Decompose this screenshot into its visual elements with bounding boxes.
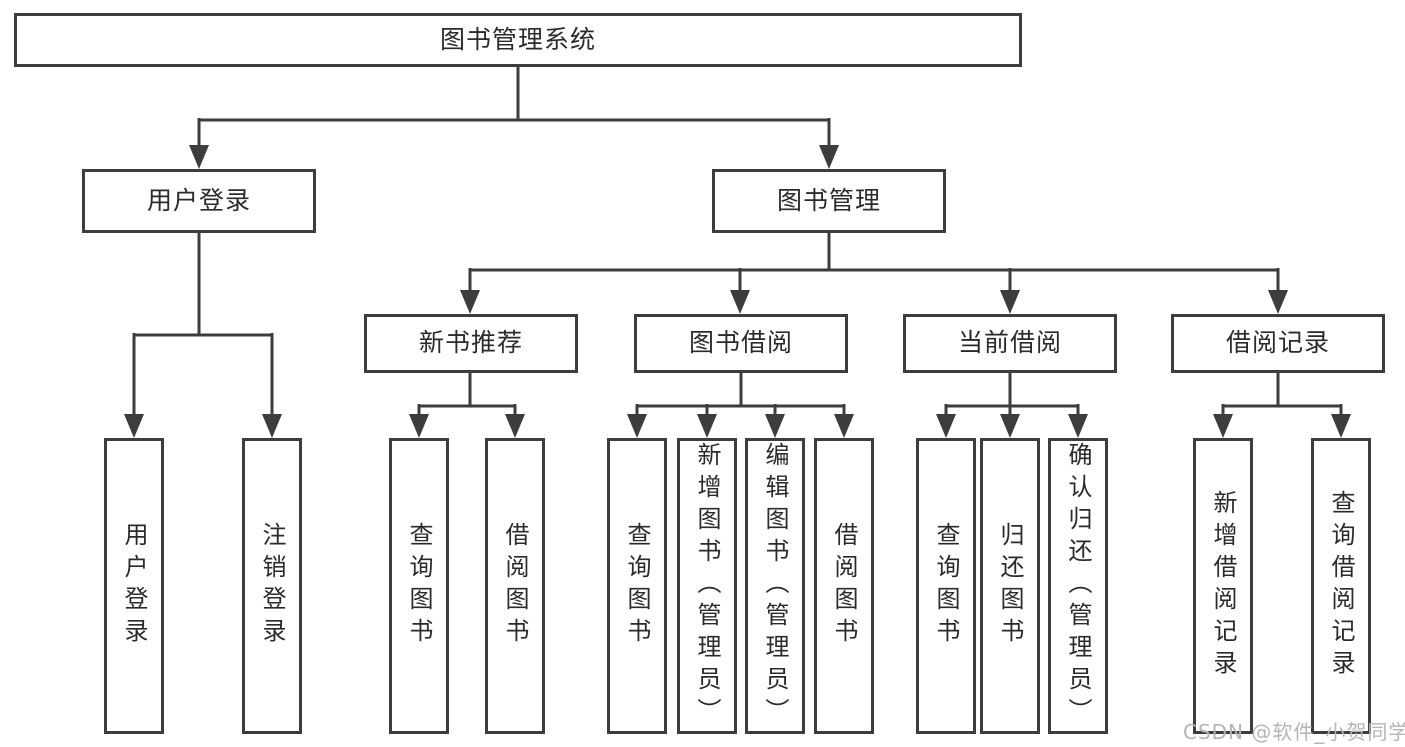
leaf-user-login: 用户登录 <box>104 438 164 734</box>
leaf-add-borrow-record: 新增借阅记录 <box>1193 438 1253 734</box>
node-current-borrow: 当前借阅 <box>903 314 1117 373</box>
node-root-system: 图书管理系统 <box>14 13 1022 67</box>
arrow-icon <box>262 414 282 438</box>
connector-borrow-records <box>1221 371 1343 416</box>
arrow-icon <box>460 290 480 314</box>
connector-current-borrow <box>944 371 1080 416</box>
node-user-login: 用户登录 <box>82 169 316 233</box>
arrow-icon <box>730 290 750 314</box>
arrow-icon <box>1068 414 1088 438</box>
csdn-watermark: CSDN @软件_小贺同学 <box>1183 720 1405 744</box>
leaf-borrow-books: 借阅图书 <box>814 438 874 734</box>
node-borrow-records: 借阅记录 <box>1171 314 1385 373</box>
arrow-icon <box>1213 414 1233 438</box>
leaf-logout-login: 注销登录 <box>242 438 302 734</box>
arrow-icon <box>627 414 647 438</box>
node-book-borrow: 图书借阅 <box>634 314 848 373</box>
leaf-query-books-recommend: 查询图书 <box>389 438 449 734</box>
arrow-icon <box>189 145 209 169</box>
leaf-borrow-books-recommend: 借阅图书 <box>485 438 545 734</box>
arrow-icon <box>765 414 785 438</box>
arrow-icon <box>1268 290 1288 314</box>
arrow-icon <box>834 414 854 438</box>
arrow-icon <box>819 145 839 169</box>
leaf-query-books-borrow: 查询图书 <box>607 438 667 734</box>
arrow-icon <box>936 414 956 438</box>
leaf-query-borrow-record: 查询借阅记录 <box>1311 438 1371 734</box>
arrow-icon <box>697 414 717 438</box>
arrow-icon <box>124 414 144 438</box>
connector-book-borrow <box>635 371 846 416</box>
leaf-add-books-admin: 新增图书（管理员） <box>677 438 737 734</box>
node-book-management: 图书管理 <box>712 169 946 233</box>
node-new-book-recommend: 新书推荐 <box>364 314 578 373</box>
arrow-icon <box>505 414 525 438</box>
arrow-icon <box>1000 414 1020 438</box>
connector-root <box>197 65 831 148</box>
connector-book-management <box>468 231 1280 292</box>
connector-user-login <box>132 231 274 416</box>
arrow-icon <box>409 414 429 438</box>
leaf-return-books: 归还图书 <box>980 438 1040 734</box>
leaf-confirm-return-admin: 确认归还（管理员） <box>1048 438 1108 734</box>
arrow-icon <box>1000 290 1020 314</box>
arrow-icon <box>1331 414 1351 438</box>
leaf-query-books-current: 查询图书 <box>916 438 976 734</box>
leaf-edit-books-admin: 编辑图书（管理员） <box>745 438 805 734</box>
connector-new-book-recommend <box>417 371 517 416</box>
